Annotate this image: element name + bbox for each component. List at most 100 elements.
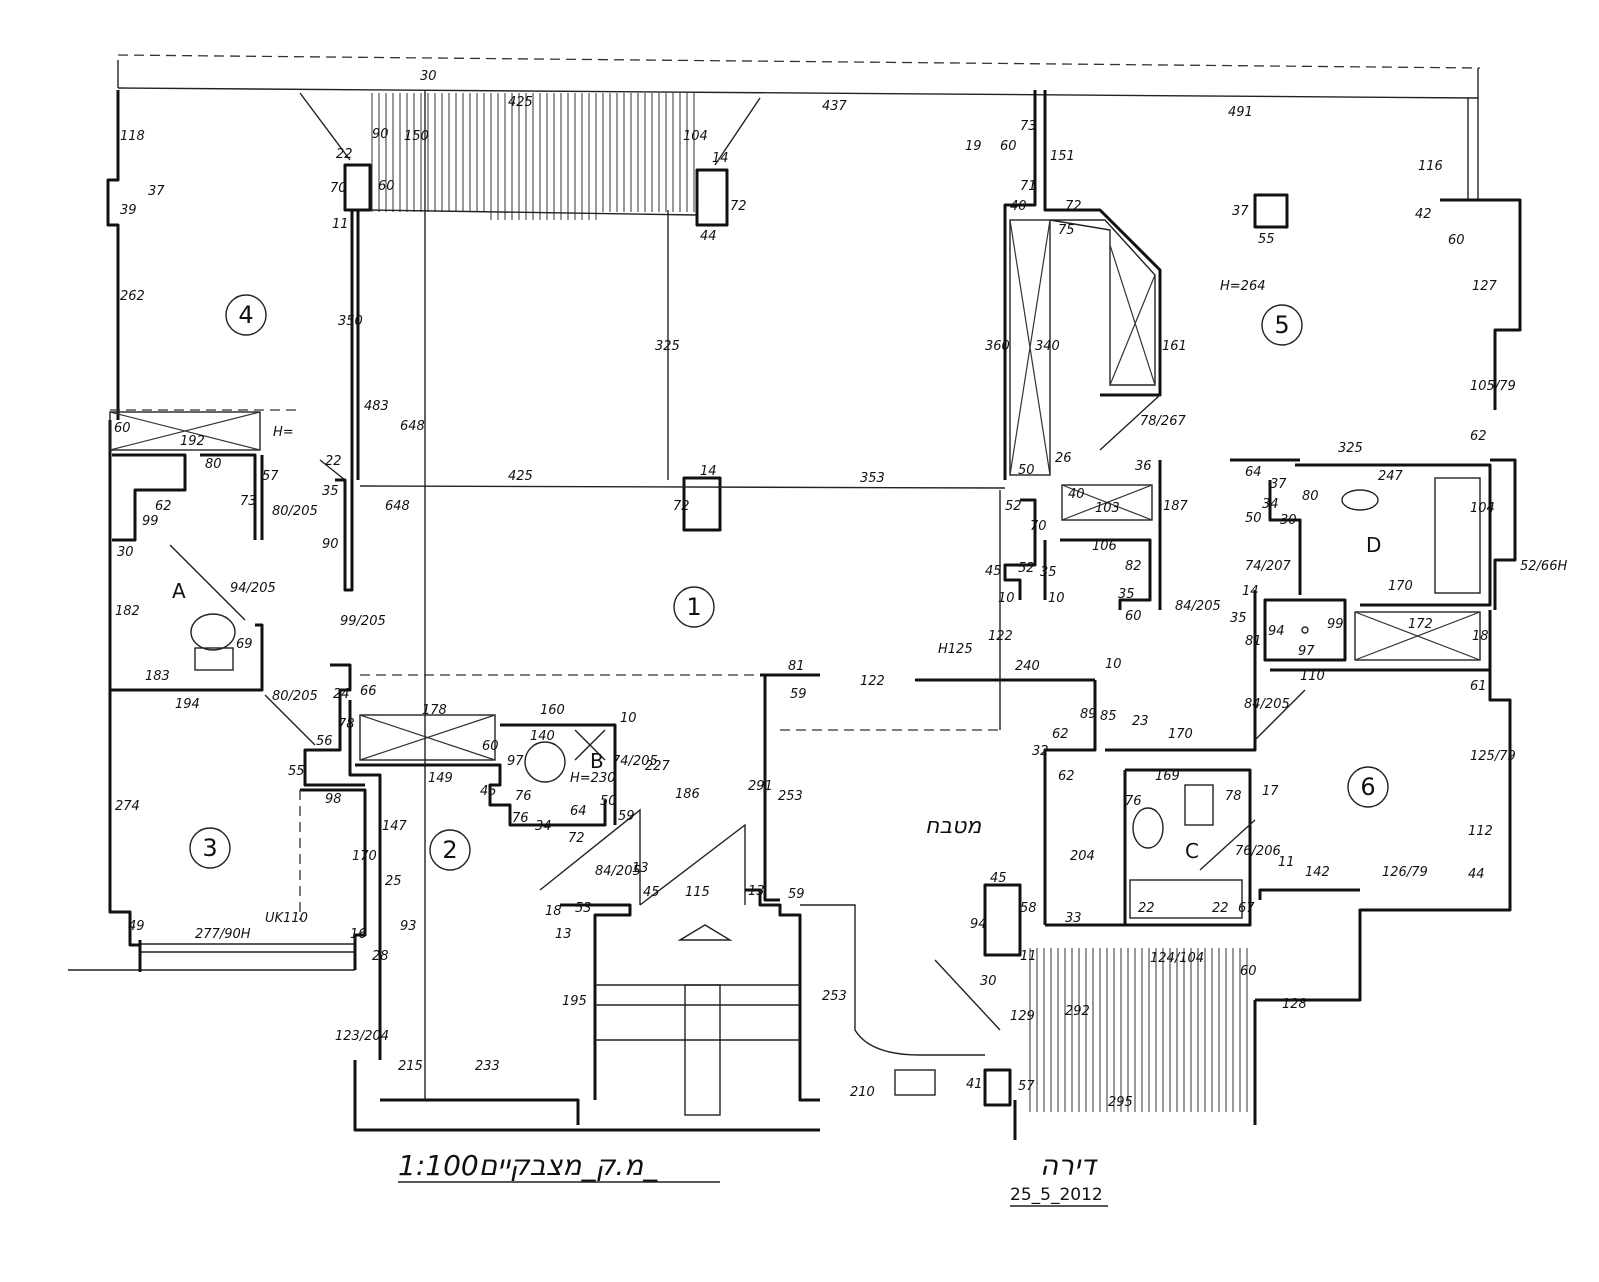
- dim: 72: [1065, 199, 1082, 214]
- dim: 13: [748, 884, 765, 899]
- dim: 194: [175, 697, 200, 712]
- dim: 36: [1135, 459, 1152, 474]
- dim: 94/205: [230, 581, 276, 596]
- dim: 13: [555, 927, 572, 942]
- dim: 97: [507, 754, 524, 769]
- dim: 186: [675, 787, 700, 802]
- dim: 187: [1163, 499, 1189, 514]
- dim: 103: [1095, 501, 1120, 516]
- dim: 59: [788, 887, 805, 902]
- interior-walls: [109, 90, 1492, 1116]
- dim: 37: [1232, 204, 1249, 219]
- dim: 170: [1168, 727, 1193, 742]
- dim: 105/79: [1470, 379, 1516, 394]
- dim: 72: [730, 199, 747, 214]
- dim: 50: [1018, 463, 1035, 478]
- dim: 118: [120, 129, 145, 144]
- dim: 60: [114, 421, 131, 436]
- dim: 28: [372, 949, 389, 964]
- dim: 227: [645, 759, 671, 774]
- dim: H=: [273, 425, 294, 440]
- dim: 277/90H: [195, 927, 251, 942]
- dim: 34: [535, 819, 552, 834]
- dim: 11: [1278, 855, 1295, 870]
- dim: 78: [1225, 789, 1242, 804]
- dim: 325: [655, 339, 680, 354]
- fixture-label-b: B: [590, 749, 604, 773]
- fixture-label-a: A: [172, 579, 186, 603]
- dim: 72: [568, 831, 585, 846]
- dim: 24: [333, 687, 350, 702]
- dim: 17: [1262, 784, 1279, 799]
- dim: 648: [385, 499, 410, 514]
- dim: 45: [643, 885, 660, 900]
- dim: 76: [1125, 794, 1142, 809]
- dim: 122: [988, 629, 1013, 644]
- dim: 22: [336, 147, 353, 162]
- dim: 57: [262, 469, 279, 484]
- bottom-balcony-hatch: [1029, 948, 1248, 1112]
- dim: 11: [1020, 949, 1037, 964]
- dim: H125: [938, 642, 973, 657]
- dim: 60: [378, 179, 395, 194]
- dim: 483: [364, 399, 389, 414]
- dim: 127: [1472, 279, 1498, 294]
- dim: 648: [400, 419, 425, 434]
- dim: 81: [788, 659, 805, 674]
- dim: 45: [990, 871, 1007, 886]
- dim: 89: [1080, 707, 1097, 722]
- dim: 70: [1030, 519, 1047, 534]
- dim: 10: [1048, 591, 1065, 606]
- dim: 18: [545, 904, 562, 919]
- dim: 169: [1155, 769, 1180, 784]
- room-number-6: 6: [1360, 773, 1375, 801]
- dim: 30: [420, 69, 437, 84]
- dim: 161: [1162, 339, 1187, 354]
- dim: 204: [1070, 849, 1095, 864]
- dim: 116: [1418, 159, 1443, 174]
- dim: 11: [332, 217, 349, 232]
- dim: 274: [115, 799, 140, 814]
- dim: 291: [748, 779, 773, 794]
- dim: 30: [980, 974, 997, 989]
- dim: 437: [822, 99, 848, 114]
- dim: 85: [1100, 709, 1117, 724]
- dim: 425: [508, 95, 533, 110]
- dim: 147: [382, 819, 408, 834]
- room-number-5: 5: [1274, 311, 1289, 339]
- dim: 44: [1468, 867, 1485, 882]
- dim: 172: [1408, 617, 1433, 632]
- dim: 62: [155, 499, 172, 514]
- dim: 80/205: [272, 689, 318, 704]
- dim: 32: [1032, 744, 1049, 759]
- dim: 66: [360, 684, 377, 699]
- dim: 295: [1108, 1095, 1133, 1110]
- dim: 182: [115, 604, 140, 619]
- dim: 18: [1472, 629, 1489, 644]
- dim: 40: [1010, 199, 1027, 214]
- dim: 60: [1448, 233, 1465, 248]
- dim: 90: [372, 127, 389, 142]
- dim: 81: [1245, 634, 1262, 649]
- dim: 67: [1238, 901, 1255, 916]
- dim: 58: [1020, 901, 1037, 916]
- fixture-label-c: C: [1185, 839, 1199, 863]
- fixture-label-d: D: [1366, 533, 1381, 557]
- dim: 99: [1327, 617, 1344, 632]
- dim: H=264: [1220, 279, 1265, 294]
- dim: 55: [1258, 232, 1275, 247]
- dim: UK110: [265, 911, 308, 926]
- dim: 123/204: [335, 1029, 389, 1044]
- room-number-1: 1: [686, 593, 701, 621]
- dim: 35: [1118, 587, 1135, 602]
- dim: 10: [620, 711, 637, 726]
- dim: 124/104: [1150, 951, 1204, 966]
- dim: 425: [508, 469, 533, 484]
- room-number-4: 4: [238, 301, 253, 329]
- dim: 150: [404, 129, 429, 144]
- dim: 75: [1058, 223, 1075, 238]
- dim: 183: [145, 669, 170, 684]
- dim: 19: [965, 139, 982, 154]
- dim: 73: [240, 494, 257, 509]
